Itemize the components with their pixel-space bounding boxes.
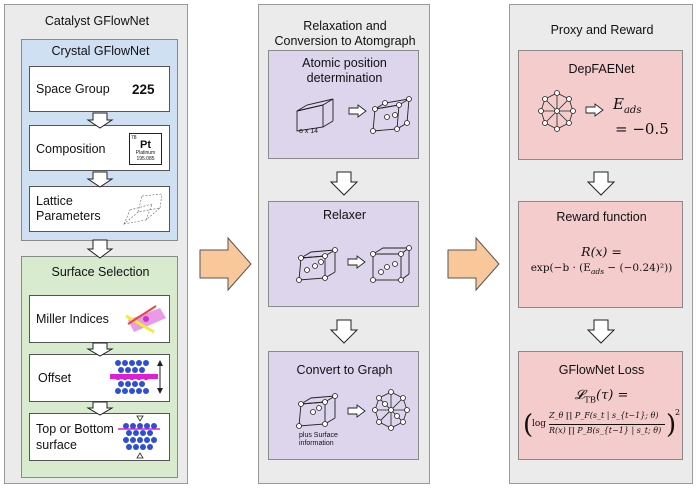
loss-lhs: 𝓛TB(τ) = [519,388,684,406]
atomic-position-title-line2: determination [306,71,383,85]
top-bottom-label-line2: surface [36,438,77,452]
reward-eq-part2: − (−0.24)²)) [604,262,673,274]
loss-subscript: TB [584,395,596,406]
miller-indices-card: Miller Indices [29,295,170,343]
convert-to-graph-section: Convert to Graph plus Surface informatio… [268,351,419,460]
loss-numerator: Z_θ ∏ P_F(s_t | s_{t−1}; θ) [549,411,659,420]
depfaenet-section: DepFAENet Eads = −0.5 [518,50,683,160]
element-name: Platinum [135,150,156,156]
lattice-label-line1: Lattice [36,194,73,208]
offset-label: Offset [38,371,72,385]
loss-symbol: 𝓛 [574,388,585,403]
relaxation-title-line2: Conversion to Atomgraph [274,34,416,48]
empty-unit-cell-icon [296,98,334,132]
energy-equation: Eads = −0.5 [613,95,669,138]
crystal-gflownet-title: Crystal GFlowNet [51,44,150,58]
step-arrow-icon [585,103,604,117]
reward-function-section: Reward function R(x) = exp(−b · (Eads − … [518,201,683,308]
loss-denominator: R(x) ∏ P_B(s_{t−1} | s_t; θ) [549,426,662,435]
gflownet-loss-title: GFlowNet Loss [558,363,645,377]
reward-eq-line2: exp(−b · (Eads − (−0.24)²)) [519,262,684,276]
atom-count-label: o x 14 [299,128,319,135]
element-symbol: Pt [140,139,151,151]
platinum-element-tile: 78 Pt Platinum 195.085 [129,133,162,165]
proxy-reward-title: Proxy and Reward [550,23,654,37]
step-arrow-icon [347,255,366,269]
loss-paren-left: ( [523,410,534,440]
surface-info-note-line1: plus Surface [299,432,338,439]
panel-flow-arrow-icon [199,236,252,292]
energy-value: = −0.5 [615,120,669,138]
reward-eq-sub: ads [590,267,605,277]
top-bottom-atoms-icon [118,415,160,459]
offset-card: Offset [29,354,170,402]
offset-atoms-icon [110,360,163,394]
step-arrow-icon [348,104,367,118]
depfaenet-title: DepFAENet [568,62,635,76]
energy-subscript: ads [623,105,642,116]
composition-card: Composition 78 Pt Platinum 195.085 [29,125,170,171]
unrelaxed-cell-icon [296,247,338,283]
loss-fraction-bar [549,424,665,425]
loss-log: log [532,419,547,429]
element-number: 78 [131,135,137,141]
filled-unit-cell-icon [370,96,412,134]
space-group-card: Space Group 225 [29,66,170,112]
loss-paren-right: ) [666,410,677,440]
depfaenet-graph-icon [538,90,576,132]
surface-selection-title: Surface Selection [51,265,150,279]
miller-indices-label: Miller Indices [36,312,109,326]
convert-to-graph-title: Convert to Graph [296,363,393,377]
loss-square: 2 [675,408,681,417]
reward-function-title: Reward function [556,210,647,224]
space-group-label: Space Group [36,82,110,96]
composition-label: Composition [36,142,106,156]
top-bottom-surface-card: Top or Bottom surface [29,413,170,461]
panel-flow-arrow-icon [447,236,500,292]
energy-symbol: E [613,95,624,113]
top-bottom-label-line1: Top or Bottom [36,422,114,436]
surface-info-note-line2: information [299,440,334,447]
relaxer-title: Relaxer [322,208,367,222]
step-arrow-icon [347,404,366,418]
lattice-sketch-icon [122,193,163,225]
loss-fraction: ( log Z_θ ∏ P_F(s_t | s_{t−1}; θ) R(x) ∏… [523,408,681,444]
relaxation-title-line1: Relaxation and [303,19,387,33]
atom-graph-icon [372,389,410,431]
reward-eq-line1: R(x) = [581,244,622,259]
element-mass: 195.085 [136,156,155,162]
catalyst-gflownet-title: Catalyst GFlowNet [44,14,150,28]
atomic-position-section: Atomic position determination o x 14 [268,50,419,159]
reward-eq-part1: exp(−b · (E [530,262,591,274]
lattice-label-line2: Parameters [36,209,101,223]
space-group-value: 225 [132,82,155,97]
relaxed-cell-icon [370,245,412,283]
relaxer-section: Relaxer [268,201,419,307]
miller-plane-icon [125,305,166,334]
atomic-position-title-line1: Atomic position [302,56,387,70]
loss-lhs-end: (τ) = [596,388,629,403]
structure-cell-icon [296,393,338,429]
lattice-parameters-card: Lattice Parameters [29,186,170,232]
gflownet-loss-section: GFlowNet Loss 𝓛TB(τ) = ( log Z_θ ∏ P_F(s… [518,351,683,460]
